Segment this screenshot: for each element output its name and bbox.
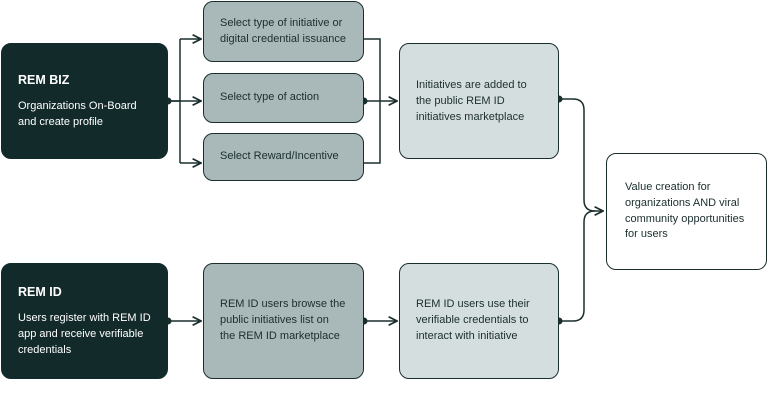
browse-box: REM ID users browse the public initiativ… — [203, 263, 364, 379]
browse-text: REM ID users browse the public initiativ… — [220, 298, 346, 342]
marketplace-text: Initiatives are added to the public REM … — [416, 79, 527, 123]
rem-biz-description: Organizations On-Board and create profil… — [18, 100, 137, 129]
rem-biz-title: REM BIZ — [18, 73, 70, 87]
use-credentials-box: REM ID users use their verifiable creden… — [399, 263, 559, 379]
outcome-box: Value creation for organizations AND vir… — [606, 153, 767, 270]
rem-id-description: Users register with REM ID app and recei… — [18, 312, 151, 357]
rem-id-title: REM ID — [18, 285, 62, 300]
rem-biz-box: REM BIZ Organizations On-Board and creat… — [1, 43, 168, 159]
outcome-text: Value creation for organizations AND vir… — [625, 180, 745, 241]
step-initiative-type: Select type of initiative or digital cre… — [203, 1, 364, 62]
connector-marketplace-outcome — [559, 98, 603, 211]
step-action-type-text: Select type of action — [220, 91, 320, 104]
connector-credentials-outcome — [559, 210, 596, 322]
step-reward-text: Select Reward/Incentive — [220, 150, 339, 163]
use-credentials-text: REM ID users use their verifiable creden… — [416, 298, 530, 342]
marketplace-box: Initiatives are added to the public REM … — [399, 43, 559, 159]
step-initiative-type-text: Select type of initiative or digital cre… — [220, 16, 346, 45]
step-action-type: Select type of action — [203, 73, 364, 123]
step-reward: Select Reward/Incentive — [203, 133, 364, 181]
rem-id-box: REM ID Users register with REM ID app an… — [1, 263, 168, 379]
